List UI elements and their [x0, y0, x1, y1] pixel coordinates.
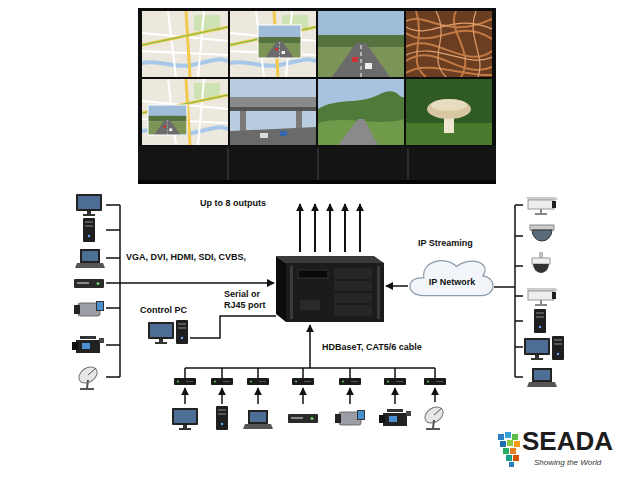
signal-label: HDBaseT, CAT5/6 cable — [322, 342, 422, 353]
pc-icon — [148, 318, 190, 346]
cloud-shape — [410, 261, 493, 296]
network-cloud: IP Network — [408, 256, 496, 300]
label-slot: SEADA — [522, 428, 613, 454]
pc-symbol — [148, 320, 188, 344]
hdbaset-sources — [172, 325, 446, 430]
node-label: Control PC — [140, 305, 187, 316]
control-pc: Control PC — [140, 305, 194, 346]
label-slot: Showing the World — [534, 457, 601, 468]
label-slot: Serial or RJ45 port — [224, 289, 274, 311]
label-slot: VGA, DVI, HDMI, SDI, CVBS, — [126, 252, 248, 263]
logo-map — [498, 432, 520, 467]
right-sources — [386, 197, 564, 387]
node-label: IP Network — [429, 277, 475, 288]
label-slot: Up to 8 outputs — [200, 198, 266, 209]
label-slot: HDBaseT, CAT5/6 cable — [322, 342, 422, 353]
signal-label: Serial or RJ45 port — [224, 289, 274, 311]
label-slot: IP Streaming — [418, 238, 473, 249]
video-wall — [138, 8, 496, 184]
controller-chassis — [276, 256, 384, 322]
serial-cable — [190, 316, 276, 338]
signal-label: Up to 8 outputs — [200, 198, 266, 209]
signal-label: IP Streaming — [418, 238, 473, 249]
signal-label: VGA, DVI, HDMI, SDI, CVBS, — [126, 252, 248, 263]
logo-text: SEADA — [522, 428, 613, 454]
left-sources — [72, 194, 274, 390]
logo-text: Showing the World — [534, 457, 601, 468]
output-arrows — [300, 204, 360, 252]
